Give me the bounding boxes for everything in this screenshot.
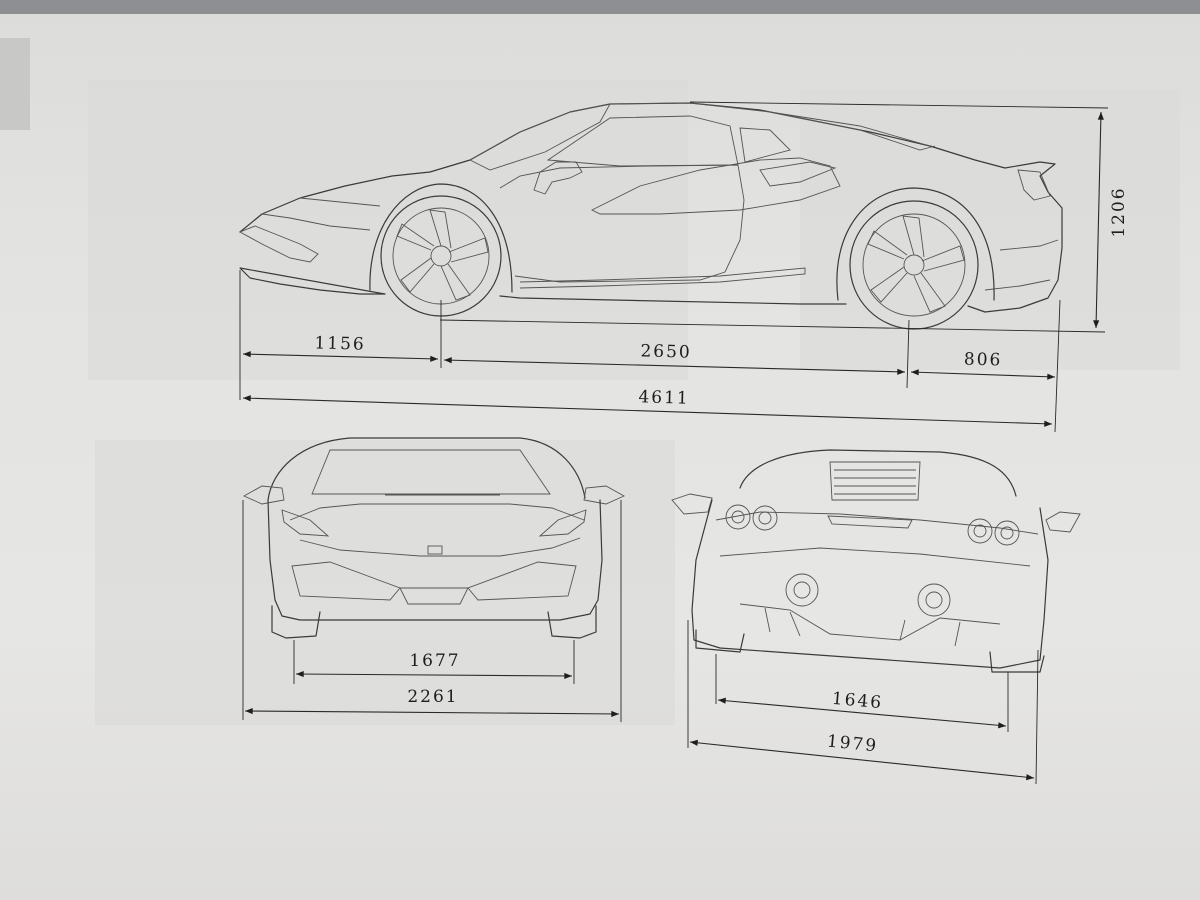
overall-length-label: 4611 (638, 387, 690, 408)
show-through-block (800, 90, 1180, 370)
rear-track-label: 1646 (831, 689, 884, 713)
rear-dimension-lines (687, 620, 1039, 785)
dimension-labels: 1156 2650 806 4611 1206 1677 2261 1646 1… (314, 186, 1129, 756)
overall-width-label: 2261 (407, 687, 458, 707)
front-dimension-lines (242, 500, 622, 722)
height-label: 1206 (1109, 186, 1129, 237)
side-dimension-lines (239, 101, 1109, 433)
wheelbase-label: 2650 (640, 341, 692, 362)
show-through-block (88, 80, 688, 380)
front-track-label: 1677 (409, 651, 460, 671)
front-overhang-label: 1156 (314, 333, 366, 354)
side-view (238, 102, 1063, 330)
rear-view (671, 449, 1081, 673)
page-tab-marker (0, 38, 30, 130)
rear-overhang-label: 806 (964, 350, 1003, 371)
width-label: 1979 (826, 732, 879, 757)
page-edge-shadow (0, 0, 1200, 14)
front-view (242, 437, 626, 639)
